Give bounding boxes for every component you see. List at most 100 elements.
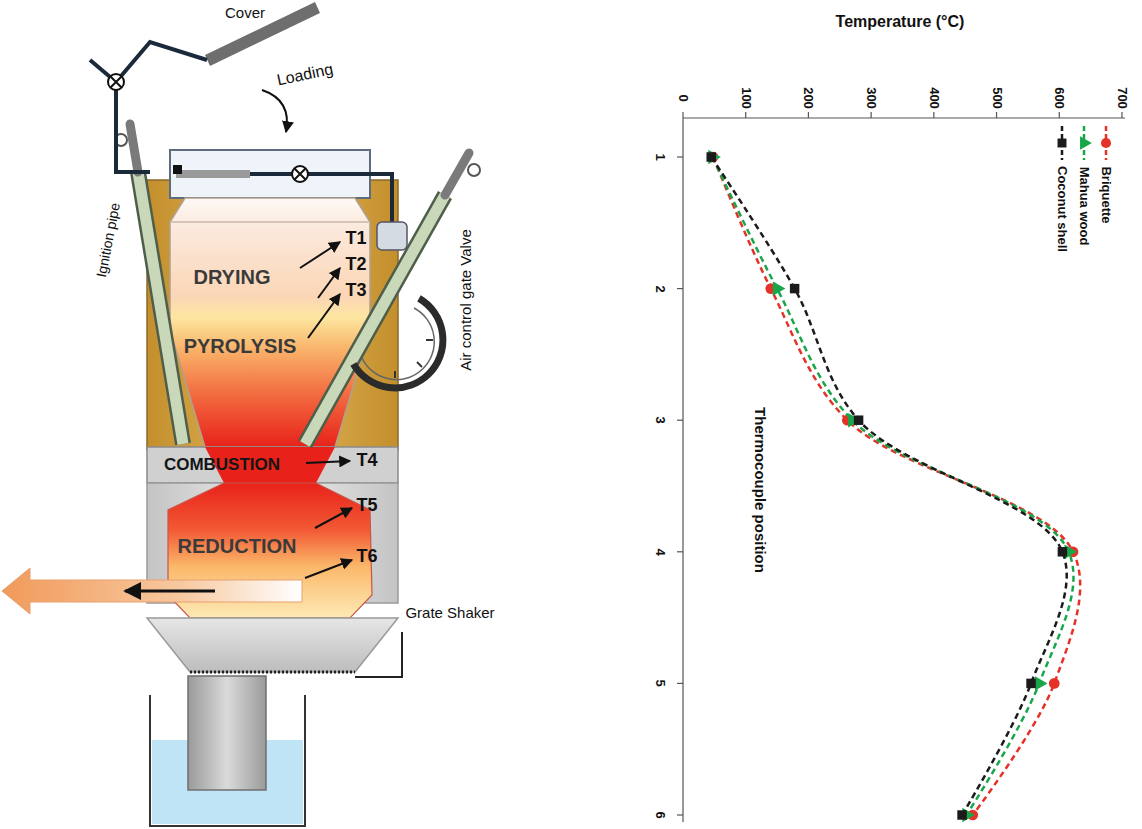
data-marker <box>854 415 863 424</box>
ignition-pipes <box>115 124 480 444</box>
tick-mark <box>677 288 683 289</box>
leader-line <box>300 242 340 268</box>
ignition-pipe <box>138 172 183 444</box>
part-name: Cover <box>225 4 265 21</box>
tick-mark <box>677 814 683 815</box>
tick-mark <box>677 156 683 157</box>
series-line <box>711 157 1066 815</box>
thermocouple-tag: T5 <box>356 495 377 516</box>
tick-label: 300 <box>864 87 879 109</box>
gas-outlet-arrow <box>2 568 302 614</box>
data-marker <box>957 810 966 819</box>
gauge-scale <box>362 308 434 380</box>
combustion-band <box>147 447 398 483</box>
thermocouple-tag: T4 <box>356 450 377 471</box>
thermocouple-tag: T1 <box>345 228 366 249</box>
axis-title: Thermocouple position <box>751 407 768 573</box>
thermocouple-tag: T6 <box>356 546 377 567</box>
tick-label: 4 <box>653 548 668 555</box>
tick-mark <box>745 112 746 118</box>
legend-label: Coconut shell <box>1055 166 1070 252</box>
gauge-arc <box>353 298 443 388</box>
zone-name: DRYING <box>193 266 270 289</box>
series-line <box>712 157 1073 815</box>
gas-flow-arrow <box>125 590 215 593</box>
thermocouple-leaders <box>300 242 352 578</box>
tick-label: 6 <box>653 811 668 818</box>
leader-line <box>308 294 340 338</box>
legend-label: Mahua wood <box>1077 166 1092 245</box>
tick-mark <box>677 551 683 552</box>
cover-plate <box>205 2 320 66</box>
zone-name: PYROLYSIS <box>184 335 297 358</box>
pivot-valve <box>111 77 122 88</box>
axis-title: Temperature (°C) <box>836 13 965 31</box>
air-control-gauge <box>353 298 443 388</box>
ignition-pipe <box>138 172 183 444</box>
grate <box>190 671 355 674</box>
data-series <box>708 150 1077 822</box>
water-seal-bucket <box>150 695 305 826</box>
tick-mark <box>677 683 683 684</box>
loading-arrow <box>262 90 287 132</box>
tick-label: 1 <box>653 153 668 160</box>
lid-latch <box>173 165 182 174</box>
legend-sample <box>1058 126 1067 160</box>
zone-band: COMBUSTION <box>160 453 284 477</box>
tick-mark <box>1059 112 1060 118</box>
ash-chute <box>188 676 266 790</box>
cover-lever <box>90 42 207 82</box>
lever-rod <box>116 82 150 172</box>
zone-band: REDUCTION <box>174 533 301 560</box>
igniter-ring <box>468 164 480 176</box>
leader-line <box>315 508 352 528</box>
lid-rod <box>250 172 292 176</box>
thermocouple-tag: T2 <box>345 254 366 275</box>
tick-mark <box>933 112 934 118</box>
tick-label: 5 <box>653 680 668 687</box>
zone-band: DRYING <box>189 264 274 291</box>
tick-mark <box>871 112 872 118</box>
legend-sample <box>1101 126 1111 160</box>
legend-marker <box>1101 138 1111 148</box>
thermocouple-tag: T3 <box>345 280 366 301</box>
igniter <box>130 124 138 172</box>
ignition-pipe <box>305 195 445 444</box>
ignition-pipe <box>305 195 445 444</box>
legend-marker <box>1080 136 1092 150</box>
zone-name: REDUCTION <box>178 535 297 558</box>
data-series <box>706 152 1067 819</box>
part-name: Air control gate Valve <box>457 229 474 370</box>
data-marker <box>1058 547 1067 556</box>
gasifier-body <box>2 150 402 826</box>
grate-shaker-lever <box>355 632 402 677</box>
pivot-valve <box>108 74 124 90</box>
tick-mark <box>808 112 809 118</box>
data-marker <box>706 152 715 161</box>
data-marker <box>790 284 799 293</box>
leader-line <box>318 268 340 298</box>
chamber-edge <box>170 221 370 223</box>
legend-sample <box>1080 126 1092 160</box>
data-marker <box>1049 678 1060 689</box>
data-series <box>708 152 1080 821</box>
tick-label: 0 <box>676 94 691 101</box>
pivot-valve <box>292 166 308 182</box>
data-marker <box>1035 676 1047 690</box>
series-line <box>713 157 1080 815</box>
data-marker <box>773 281 785 295</box>
loading-mechanism <box>90 2 407 250</box>
inner-lid <box>176 170 250 178</box>
zone-band: PYROLYSIS <box>180 333 301 360</box>
part-name: Ignition pipe <box>93 201 123 278</box>
counterweight <box>377 222 407 250</box>
legend-label: Briquette <box>1099 166 1114 223</box>
gauge-tick <box>426 339 433 341</box>
tick-mark <box>682 112 683 118</box>
zone-name: COMBUSTION <box>164 455 280 475</box>
part-name: Loading <box>275 60 335 90</box>
part-name: Grate Shaker <box>405 604 494 621</box>
